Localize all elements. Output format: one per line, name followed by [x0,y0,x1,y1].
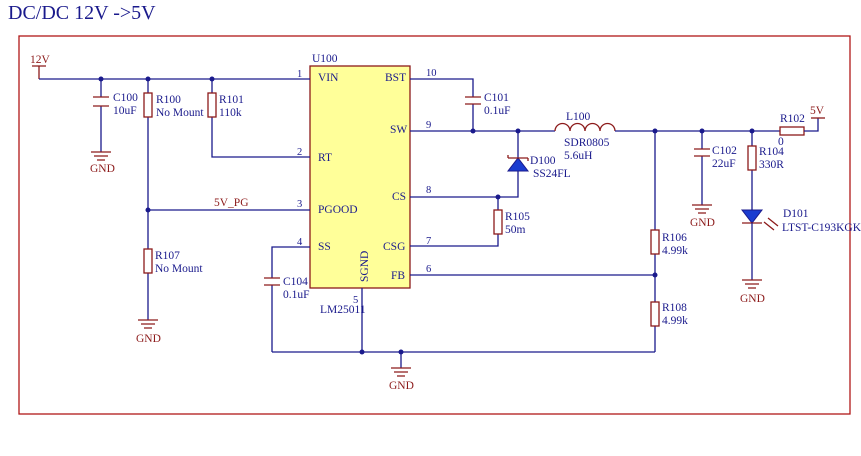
gnd-label: GND [90,163,115,175]
c100-value: 10uF [113,105,137,117]
ground-symbol [138,319,158,329]
r105-ref: R105 [505,211,530,223]
resistor-r105 [410,197,503,247]
r102-value: 0 [778,136,784,148]
pin-number: 8 [426,185,431,196]
resistor-r100 [143,79,153,210]
ground-symbol [91,151,111,161]
pin-number: 2 [297,147,302,158]
net-label-5v: 5V [810,105,825,117]
led-d101 [740,209,779,280]
c104-value: 0.1uF [283,289,310,301]
ic-ref: U100 [312,53,338,65]
pin-cs: CS [392,191,406,203]
pin-fb: FB [391,270,405,282]
c102-value: 22uF [712,158,736,170]
diode-d100 [410,131,530,198]
d100-ref: D100 [530,155,556,167]
pin-number: 5 [353,295,358,306]
r107-value: No Mount [155,263,203,275]
r104-value: 330R [759,159,784,171]
pin-number: 4 [297,237,303,248]
pin-number: 10 [426,68,437,79]
pin-sgnd: SGND [359,251,371,282]
r107-ref: R107 [155,250,180,262]
gnd-label: GND [389,380,414,392]
resistor-r106 [650,131,660,302]
ic-part: LM25011 [320,304,366,316]
resistor-r107 [143,210,153,320]
net-12v-port [32,65,46,79]
pin-pgood: PGOOD [318,204,358,216]
schematic-title: DC/DC 12V ->5V [8,2,156,24]
pin-bst: BST [385,72,406,84]
r108-value: 4.99k [662,315,688,327]
r108-ref: R108 [662,302,687,314]
pin-number: 3 [297,199,302,210]
l100-value: 5.6uH [564,150,592,162]
gnd-label: GND [740,293,765,305]
r106-ref: R106 [662,232,687,244]
c100-ref: C100 [113,92,138,104]
inductor-l100 [554,122,616,132]
r105-value: 50m [505,224,526,236]
pin-csg: CSG [383,241,405,253]
pin-ss: SS [318,241,331,253]
r106-value: 4.99k [662,245,688,257]
ground-symbol [742,279,762,289]
pin-number: 9 [426,120,431,131]
pin-vin: VIN [318,72,339,84]
r100-value: No Mount [156,107,204,119]
c102-ref: C102 [712,145,737,157]
resistor-r102 [779,117,825,136]
pin-number: 7 [426,236,431,247]
capacitor-c100 [93,79,109,152]
r104-ref: R104 [759,146,784,158]
d101-ref: D101 [783,208,809,220]
r102-ref: R102 [780,113,805,125]
resistor-r104 [747,131,757,210]
sheet-frame [18,35,851,415]
ground-symbol [391,352,411,377]
r100-ref: R100 [156,94,181,106]
ground-symbol [692,204,712,214]
r101-value: 110k [219,107,242,119]
pin-rt: RT [318,152,332,164]
l100-part: SDR0805 [564,137,610,149]
resistor-r108 [650,301,660,352]
c104-ref: C104 [283,276,308,288]
pin-number: 6 [426,264,431,275]
resistor-r101 [207,79,310,158]
d101-value: LTST-C193KGKT [782,222,861,234]
capacitor-c102 [694,131,710,205]
gnd-label: GND [136,333,161,345]
ic-u100 [309,65,411,289]
net-label-12v: 12V [30,54,51,66]
pin-sw: SW [390,124,407,136]
d100-value: SS24FL [533,168,571,180]
l100-ref: L100 [566,111,591,123]
r101-ref: R101 [219,94,244,106]
pin-number: 1 [297,69,302,80]
c101-value: 0.1uF [484,105,511,117]
c101-ref: C101 [484,92,509,104]
gnd-label: GND [690,217,715,229]
capacitor-c104 [264,246,310,352]
net-label-5v-pg: 5V_PG [214,197,249,209]
capacitor-c101 [410,78,481,131]
